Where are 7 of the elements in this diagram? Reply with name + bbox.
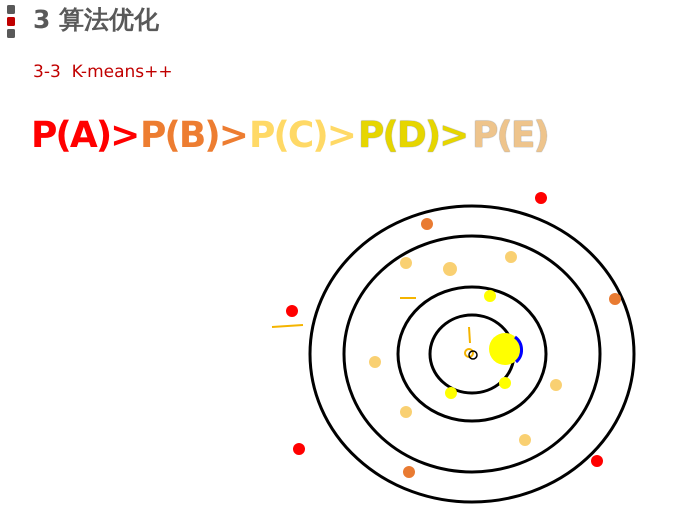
probability-term: P(D)> bbox=[358, 115, 468, 156]
probability-term: P(B)> bbox=[140, 115, 247, 156]
probability-term: P(A)> bbox=[31, 115, 138, 156]
subtitle: 3-3 K-means++ bbox=[33, 62, 173, 82]
probability-term: P(E) bbox=[472, 115, 548, 156]
section-title: 3 算法优化 bbox=[33, 4, 160, 36]
probability-term: P(C)> bbox=[249, 115, 355, 156]
